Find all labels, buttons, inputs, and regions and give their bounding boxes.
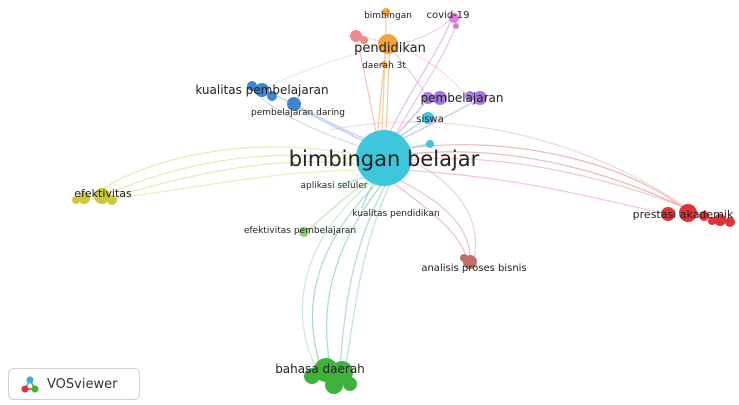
node-siswa[interactable] bbox=[422, 112, 434, 124]
label-pendidikan: pendidikan bbox=[354, 41, 426, 56]
network-labels: bimbingan belajar pendidikan bimbingan d… bbox=[74, 10, 734, 376]
node-prestasi-akademik-6[interactable] bbox=[708, 217, 716, 225]
label-pembelajaran: pembelajaran bbox=[421, 91, 504, 105]
label-prestasi-akademik: prestasi akademik bbox=[633, 208, 734, 221]
node-covid-19[interactable] bbox=[449, 13, 459, 23]
label-kualitas-pembelajaran: kualitas pembelajaran bbox=[195, 83, 328, 97]
node-bimbingan[interactable] bbox=[382, 8, 390, 16]
node-bahasa-daerah-4[interactable] bbox=[325, 376, 343, 394]
node-efektivitas-1[interactable] bbox=[78, 192, 90, 204]
label-bahasa-daerah: bahasa daerah bbox=[275, 362, 365, 376]
label-siswa: siswa bbox=[416, 114, 444, 125]
node-pendidikan[interactable] bbox=[378, 34, 398, 54]
label-daerah-3t: daerah 3t bbox=[362, 61, 406, 71]
label-kualitas-pendidikan: kualitas pendidikan bbox=[352, 209, 439, 219]
node-prestasi-akademik-1[interactable] bbox=[661, 207, 675, 221]
node-bahasa-daerah-5[interactable] bbox=[343, 377, 357, 391]
node-cyan-small[interactable] bbox=[426, 140, 434, 148]
node-pembelajaran-daring[interactable] bbox=[287, 97, 301, 111]
node-bimbingan-belajar[interactable] bbox=[356, 130, 412, 186]
vosviewer-logo-icon bbox=[21, 376, 39, 393]
node-efektivitas-3[interactable] bbox=[107, 195, 117, 205]
label-pembelajaran-daring: pembelajaran daring bbox=[251, 108, 345, 118]
node-prestasi-akademik-3[interactable] bbox=[699, 211, 709, 221]
node-prestasi-akademik-2[interactable] bbox=[679, 204, 697, 222]
node-pembelajaran-3[interactable] bbox=[473, 91, 487, 105]
node-salmon-1[interactable] bbox=[350, 30, 362, 42]
node-bahasa-daerah-3[interactable] bbox=[304, 368, 320, 384]
network-links bbox=[83, 13, 721, 367]
node-pink-small[interactable] bbox=[453, 23, 459, 29]
label-aplikasi-seluler: aplikasi seluler bbox=[300, 181, 367, 191]
node-efektivitas-pembelajaran[interactable] bbox=[299, 227, 309, 237]
node-daerah-3t[interactable] bbox=[381, 61, 387, 67]
label-efektivitas-pembelajaran: efektivitas pembelajaran bbox=[244, 226, 356, 236]
node-kualitas-pembelajaran-1[interactable] bbox=[255, 83, 269, 97]
node-pembelajaran-1[interactable] bbox=[422, 92, 434, 104]
node-prestasi-akademik-5[interactable] bbox=[725, 217, 735, 227]
network-nodes bbox=[72, 8, 735, 394]
node-pembelajaran-4[interactable] bbox=[465, 91, 475, 101]
vosviewer-label: VOSviewer bbox=[47, 376, 118, 392]
label-bimbingan: bimbingan bbox=[364, 11, 412, 21]
label-bimbingan-belajar: bimbingan belajar bbox=[289, 147, 480, 171]
node-analisis-proses-bisnis-2[interactable] bbox=[460, 254, 468, 262]
node-salmon-2[interactable] bbox=[360, 36, 368, 44]
node-pembelajaran-2[interactable] bbox=[433, 91, 447, 105]
node-prestasi-akademik-4[interactable] bbox=[714, 214, 726, 226]
node-kualitas-pembelajaran-2[interactable] bbox=[247, 81, 257, 91]
vosviewer-badge[interactable]: VOSviewer bbox=[8, 368, 140, 400]
label-efektivitas: efektivitas bbox=[74, 187, 132, 200]
node-efektivitas-4[interactable] bbox=[72, 196, 80, 204]
label-analisis-proses-bisnis: analisis proses bisnis bbox=[421, 263, 526, 274]
node-efektivitas-2[interactable] bbox=[94, 188, 110, 204]
node-kualitas-pembelajaran-3[interactable] bbox=[267, 91, 277, 101]
label-covid-19: covid-19 bbox=[427, 10, 470, 21]
